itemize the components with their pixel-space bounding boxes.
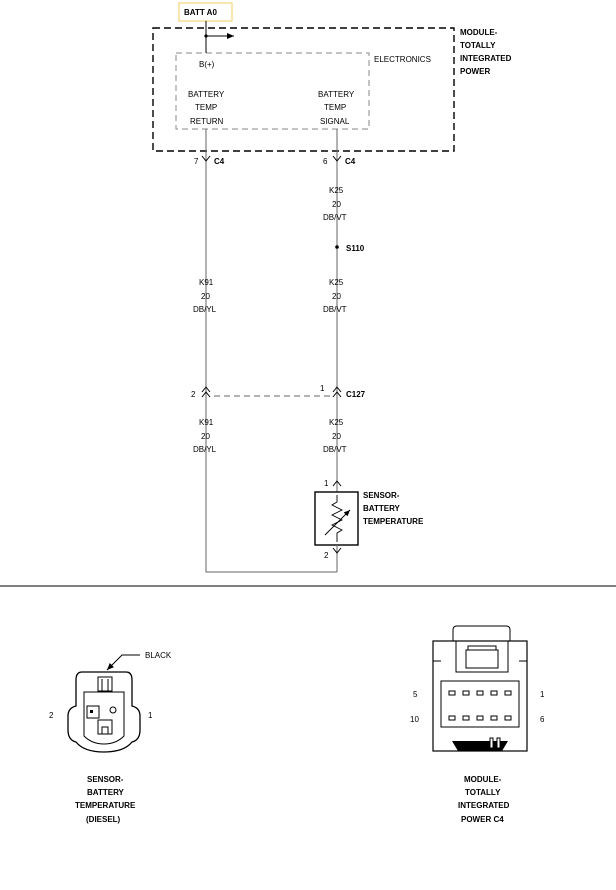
svg-text:SIGNAL: SIGNAL (320, 117, 350, 126)
svg-text:20: 20 (332, 200, 341, 209)
k91-mid-label: K91 20 DB/YL (193, 278, 217, 314)
thermistor-arrow (324, 509, 351, 536)
sensor-bot-terminal (332, 547, 342, 554)
splice-dot (335, 245, 339, 249)
svg-text:TEMPERATURE: TEMPERATURE (363, 517, 424, 526)
svg-text:BATTERY: BATTERY (318, 90, 355, 99)
svg-text:DB/YL: DB/YL (193, 305, 217, 314)
k91-bot-label: K91 20 DB/YL (193, 418, 217, 454)
svg-text:(DIESEL): (DIESEL) (86, 815, 121, 824)
sensor-view-pin-right: 1 (148, 711, 153, 720)
svg-text:BATTERY: BATTERY (188, 90, 225, 99)
k25-bot-label: K25 20 DB/VT (323, 418, 347, 454)
svg-text:POWER: POWER (460, 67, 490, 76)
svg-text:SENSOR-: SENSOR- (363, 491, 400, 500)
svg-text:K25: K25 (329, 278, 344, 287)
svg-text:TOTALLY: TOTALLY (465, 788, 501, 797)
left-pin-label: BATTERY TEMP RETURN (188, 90, 225, 126)
sensor-view-caption: SENSOR- BATTERY TEMPERATURE (DIESEL) (75, 775, 136, 824)
left-wire (205, 129, 337, 573)
module-outline (152, 27, 455, 152)
svg-text:MODULE-: MODULE- (464, 775, 502, 784)
sensor-name: SENSOR- BATTERY TEMPERATURE (363, 491, 424, 526)
svg-text:BATTERY: BATTERY (363, 504, 401, 513)
c4-left-conn: C4 (214, 157, 225, 166)
sensor-connector-view (67, 671, 141, 753)
svg-text:20: 20 (332, 432, 341, 441)
svg-text:TEMP: TEMP (324, 103, 346, 112)
module-view-pin-6: 6 (540, 715, 545, 724)
svg-text:MODULE-: MODULE- (460, 28, 498, 37)
right-pin-label: BATTERY TEMP SIGNAL (318, 90, 355, 126)
electronics-outline (175, 52, 370, 130)
c4-right-terminal (332, 155, 342, 162)
svg-text:RETURN: RETURN (190, 117, 224, 126)
svg-text:BATTERY: BATTERY (87, 788, 125, 797)
svg-text:DB/VT: DB/VT (323, 213, 347, 222)
sensor-top-terminal (332, 480, 342, 487)
c4-left-pin: 7 (194, 157, 199, 166)
svg-text:K91: K91 (199, 418, 214, 427)
black-callout-line (106, 654, 140, 671)
electronics-label: ELECTRONICS (374, 55, 431, 64)
svg-text:SENSOR-: SENSOR- (87, 775, 124, 784)
sensor-color-callout: BLACK (145, 651, 172, 660)
module-view-pin-10: 10 (410, 715, 419, 724)
svg-text:20: 20 (201, 292, 210, 301)
svg-text:K91: K91 (199, 278, 214, 287)
sensor-pin-top: 1 (324, 479, 329, 488)
module-name: MODULE- TOTALLY INTEGRATED POWER (460, 28, 512, 76)
svg-text:DB/YL: DB/YL (193, 445, 217, 454)
c4-right-conn: C4 (345, 157, 356, 166)
svg-text:K25: K25 (329, 186, 344, 195)
svg-text:INTEGRATED: INTEGRATED (460, 54, 512, 63)
svg-text:TOTALLY: TOTALLY (460, 41, 496, 50)
batt-label: BATT A0 (184, 8, 217, 17)
c127-left-pin: 2 (191, 390, 196, 399)
splice-label: S110 (346, 244, 365, 253)
c4-right-pin: 6 (323, 157, 328, 166)
sensor-view-pin-left: 2 (49, 711, 54, 720)
svg-text:TEMPERATURE: TEMPERATURE (75, 801, 136, 810)
svg-text:20: 20 (332, 292, 341, 301)
module-view-pin-5: 5 (413, 690, 418, 699)
k25-top-label: K25 20 DB/VT (323, 186, 347, 222)
svg-text:K25: K25 (329, 418, 344, 427)
thermistor-symbol (330, 495, 344, 542)
svg-text:20: 20 (201, 432, 210, 441)
k25-mid-label: K25 20 DB/VT (323, 278, 347, 314)
svg-text:DB/VT: DB/VT (323, 305, 347, 314)
module-view-pin-1: 1 (540, 690, 545, 699)
c127-right-terminal (332, 386, 342, 398)
svg-text:POWER C4: POWER C4 (461, 815, 504, 824)
c127-right-pin: 1 (320, 384, 325, 393)
c127-conn: C127 (346, 390, 366, 399)
svg-text:INTEGRATED: INTEGRATED (458, 801, 510, 810)
c127-left-terminal (201, 386, 211, 398)
sensor-body (314, 491, 359, 546)
module-view-caption: MODULE- TOTALLY INTEGRATED POWER C4 (458, 775, 510, 824)
bplus-label: B(+) (199, 60, 215, 69)
module-connector-view (432, 625, 528, 752)
svg-text:TEMP: TEMP (195, 103, 217, 112)
c4-left-terminal (201, 155, 211, 162)
sensor-pin-bot: 2 (324, 551, 329, 560)
svg-text:DB/VT: DB/VT (323, 445, 347, 454)
